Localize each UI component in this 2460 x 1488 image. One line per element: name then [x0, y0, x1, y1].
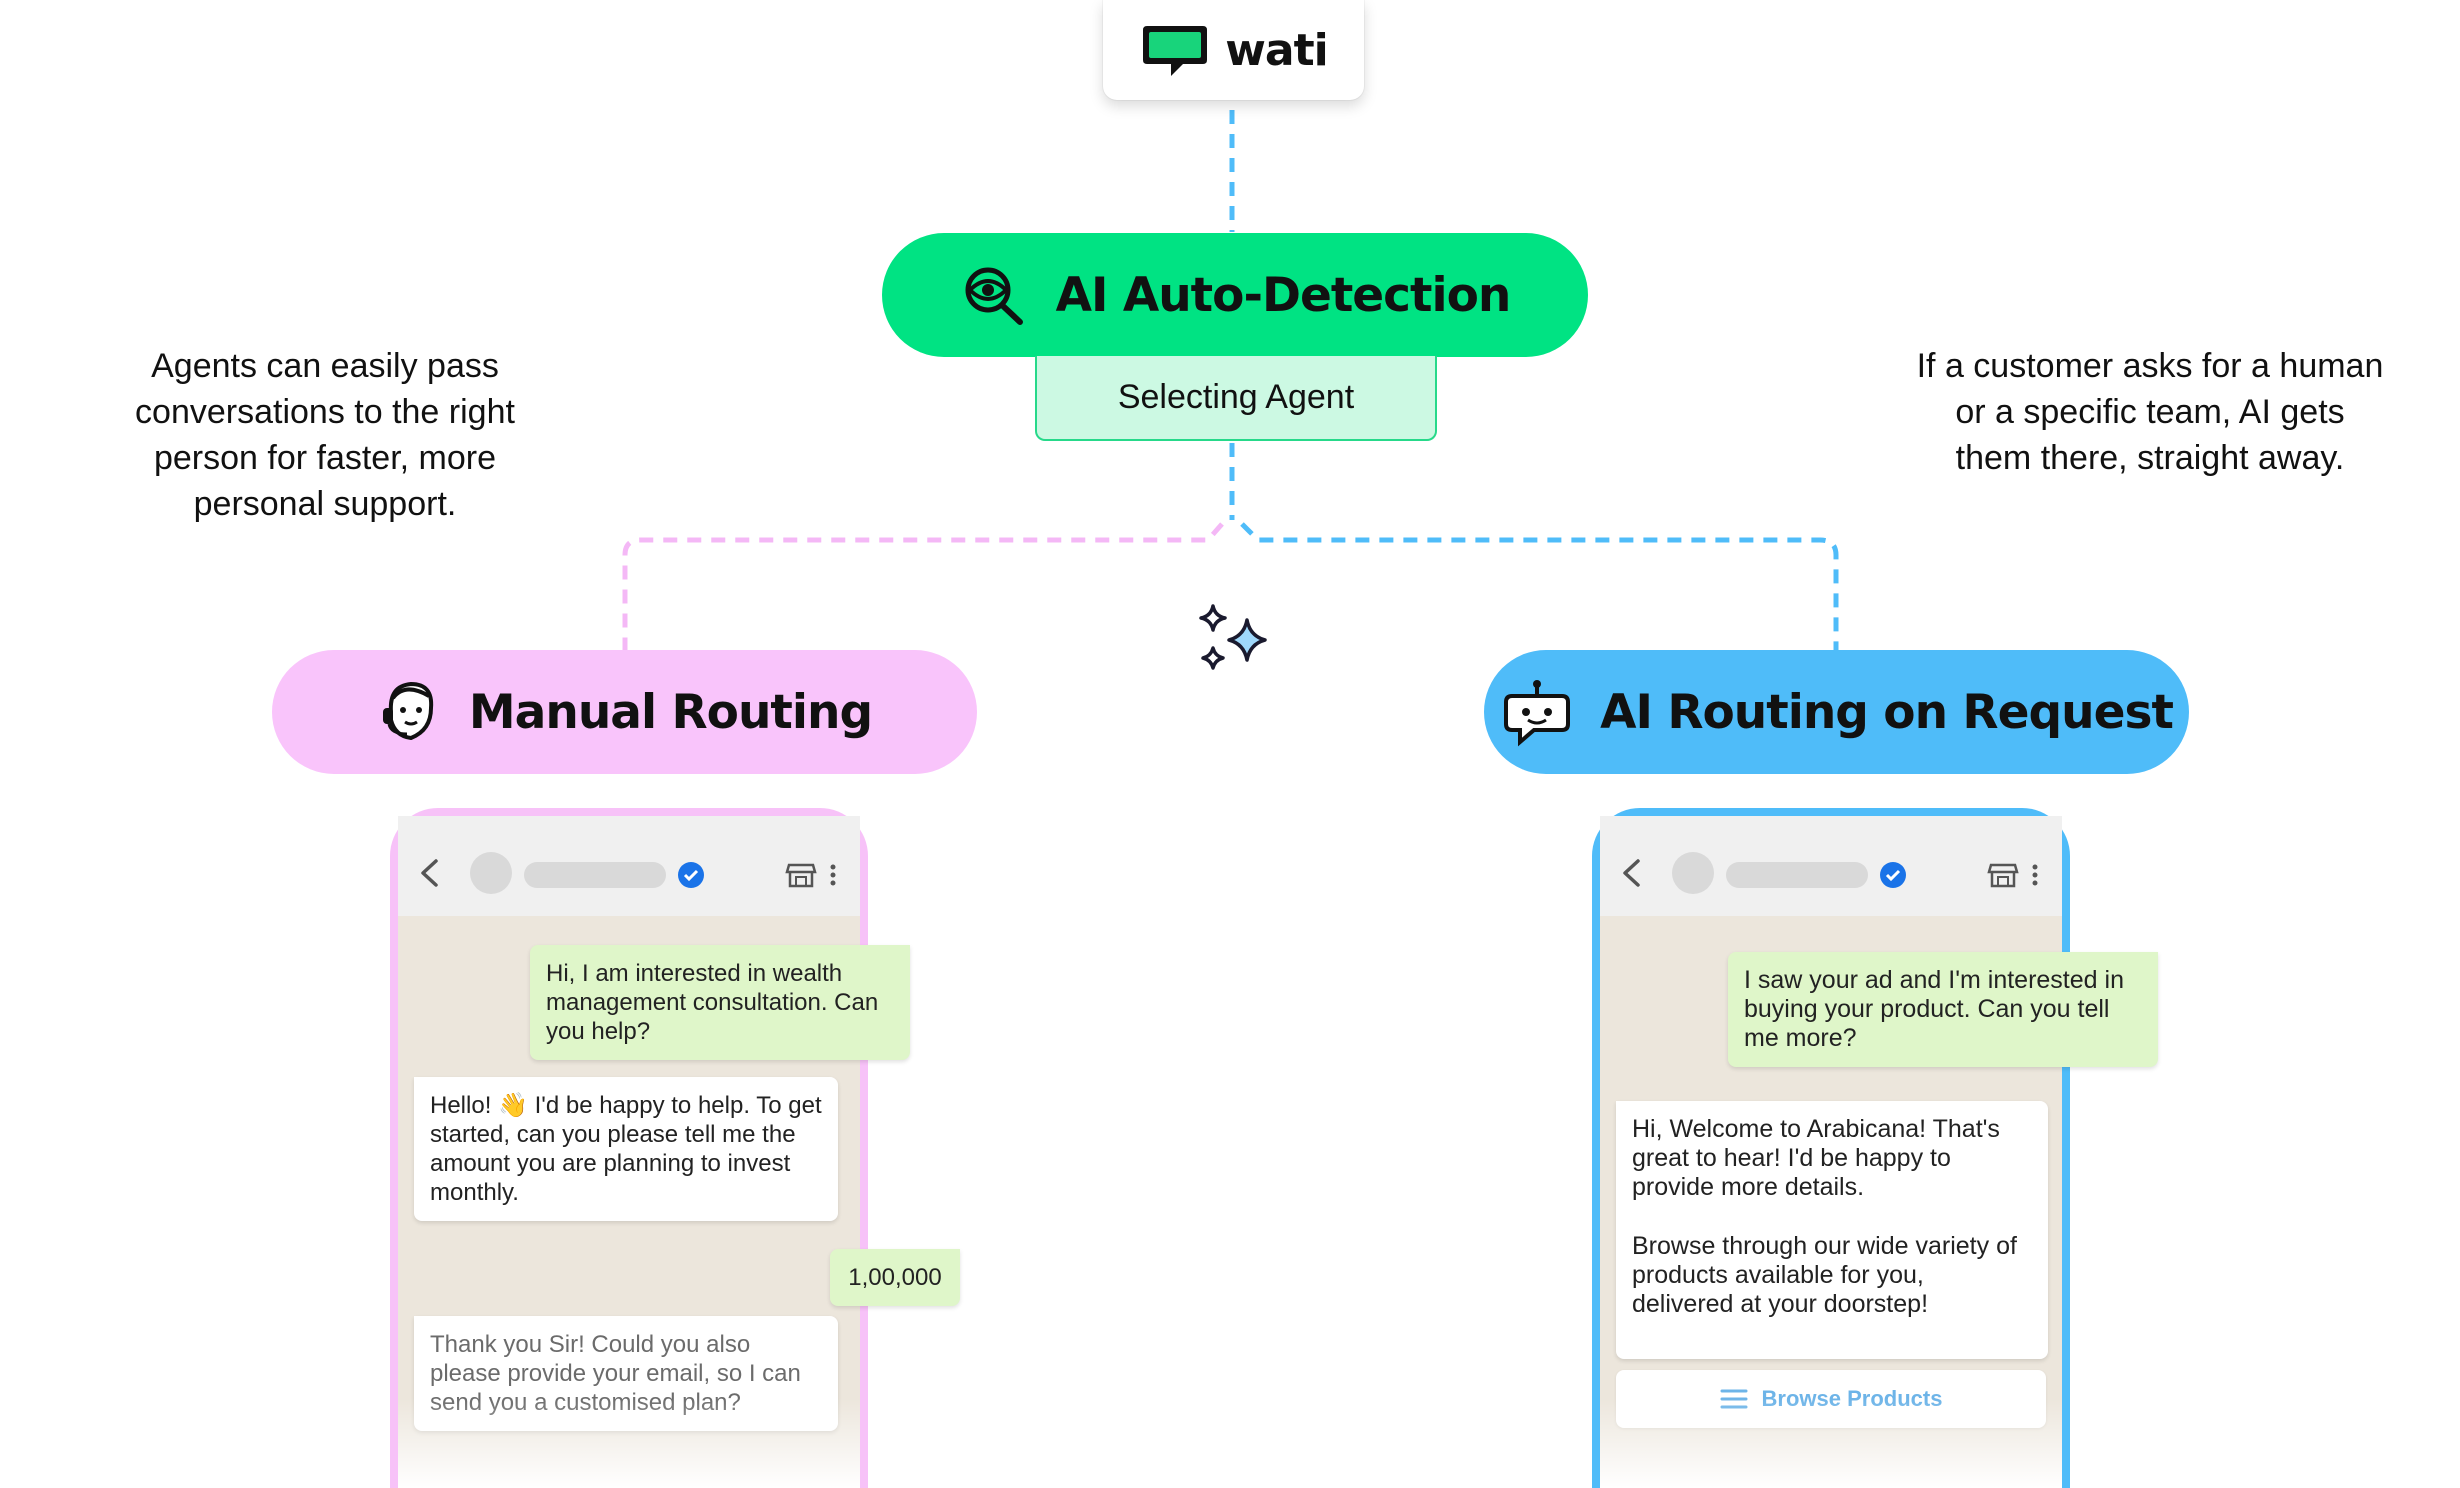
- store-icon[interactable]: [785, 861, 817, 889]
- back-arrow-icon[interactable]: [418, 858, 440, 888]
- message-paragraph: Hi, Welcome to Arabicana! That's great t…: [1632, 1115, 2000, 1201]
- message-customer: I saw your ad and I'm interested in buyi…: [1728, 952, 2158, 1067]
- menu-list-icon: [1720, 1389, 1748, 1409]
- manual-routing-node: Manual Routing: [272, 650, 977, 774]
- brand-name: wati: [1225, 24, 1328, 76]
- verified-badge-icon: [678, 862, 704, 888]
- browse-products-label: Browse Products: [1761, 1386, 1943, 1411]
- message-business: Hello! 👋 I'd be happy to help. To get st…: [414, 1077, 838, 1221]
- message-customer: Hi, I am interested in wealth management…: [530, 945, 910, 1060]
- message-business: Hi, Welcome to Arabicana! That's great t…: [1616, 1101, 2048, 1359]
- contact-name-placeholder: [524, 862, 666, 888]
- ai-auto-detection-node: AI Auto-Detection: [882, 233, 1588, 357]
- more-options-icon[interactable]: [2030, 861, 2040, 889]
- browse-products-button[interactable]: Browse Products: [1616, 1370, 2046, 1428]
- message-customer-amount: 1,00,000: [830, 1249, 960, 1306]
- back-arrow-icon[interactable]: [1620, 858, 1642, 888]
- verified-badge-icon: [1880, 862, 1906, 888]
- ai-routing-on-request-label: AI Routing on Request: [1600, 684, 2174, 740]
- sparkle-icon: [1199, 604, 1267, 670]
- manual-routing-label: Manual Routing: [468, 684, 873, 740]
- bot-chat-icon: [1504, 680, 1571, 747]
- manual-routing-caption: Agents can easily pass conversations to …: [135, 347, 515, 523]
- chat-header: [398, 816, 860, 916]
- ai-routing-caption: If a customer asks for a human or a spec…: [1916, 347, 2384, 477]
- avatar: [470, 852, 512, 894]
- message-business: Thank you Sir! Could you also please pro…: [414, 1316, 838, 1431]
- contact-name-placeholder: [1726, 862, 1868, 888]
- agent-headset-icon: [382, 681, 434, 741]
- store-icon[interactable]: [1987, 861, 2019, 889]
- wati-logo: wati: [1103, 0, 1364, 100]
- chat-screen: Hi, I am interested in wealth management…: [398, 816, 960, 1488]
- ai-routing-phone: I saw your ad and I'm interested in buyi…: [1592, 808, 2158, 1488]
- selecting-agent-label: Selecting Agent: [1035, 356, 1437, 441]
- manual-routing-phone: Hi, I am interested in wealth management…: [390, 808, 960, 1488]
- avatar: [1672, 852, 1714, 894]
- more-options-icon[interactable]: [828, 861, 838, 889]
- ai-auto-detection-label: AI Auto-Detection: [1055, 267, 1512, 323]
- chat-header: [1600, 816, 2062, 916]
- chat-screen: I saw your ad and I'm interested in buyi…: [1600, 816, 2158, 1488]
- message-paragraph: Browse through our wide variety of produ…: [1632, 1232, 2017, 1318]
- eye-search-icon: [965, 267, 1023, 325]
- ai-routing-on-request-node: AI Routing on Request: [1484, 650, 2189, 774]
- chat-bubble-icon: [1143, 26, 1208, 76]
- connector-to-manual: [622, 522, 1224, 650]
- connector-to-request: [1240, 522, 1839, 650]
